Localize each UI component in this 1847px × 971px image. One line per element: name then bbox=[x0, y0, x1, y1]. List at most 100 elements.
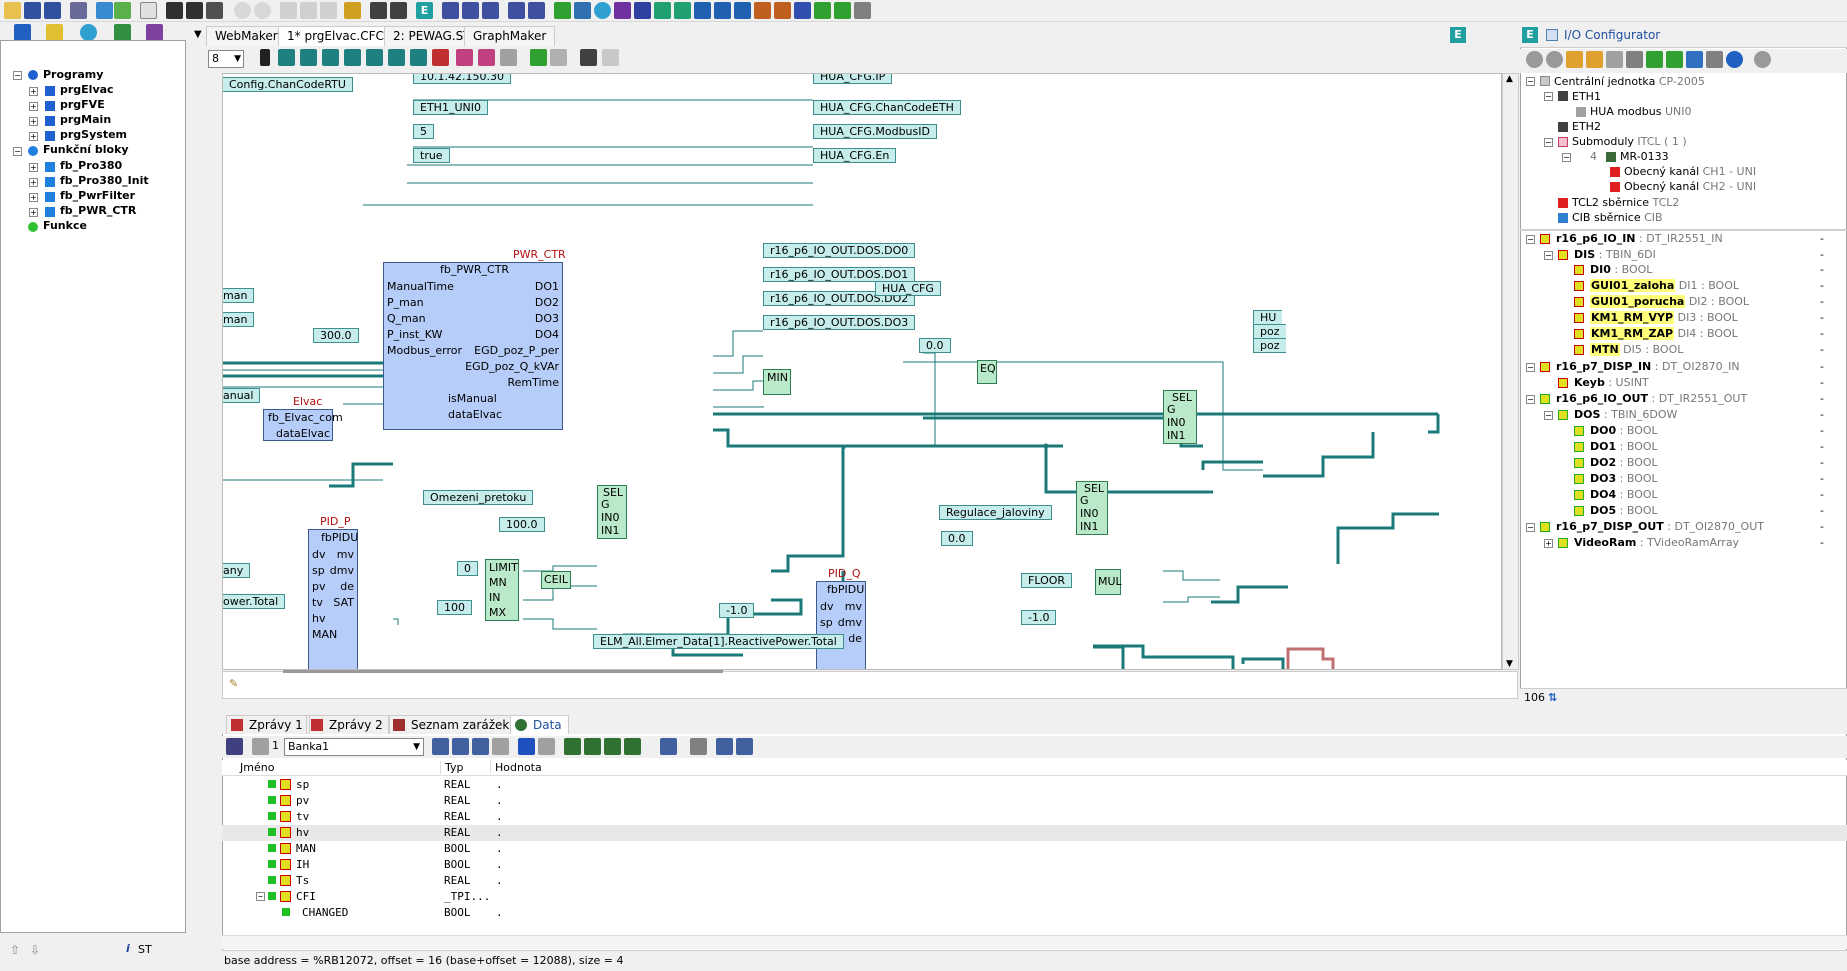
tree-fblocks[interactable]: Funkční bloky bbox=[43, 143, 129, 156]
open-icon[interactable] bbox=[4, 2, 21, 19]
data-horizontal-scrollbar[interactable] bbox=[222, 935, 1847, 949]
io-node[interactable]: Submoduly ITCL ( 1 ) bbox=[1572, 135, 1687, 148]
expand-icon[interactable]: + bbox=[29, 178, 38, 187]
pwr-in[interactable]: P_inst_KW bbox=[387, 328, 443, 341]
cut-label[interactable]: any bbox=[223, 563, 251, 578]
pidp-out[interactable]: mv bbox=[336, 548, 354, 561]
tab-zpravy1[interactable]: Zprávy 1 bbox=[226, 715, 310, 734]
expand-icon[interactable]: + bbox=[29, 208, 38, 217]
fb-pwr-ctr[interactable]: fb_PWR_CTR ManualTime P_man Q_man P_inst… bbox=[383, 262, 563, 430]
fb-pid-q[interactable]: fbPIDU dv sp pv mv dmv de bbox=[816, 581, 866, 669]
tab-scroll-icon[interactable]: ▼ bbox=[194, 29, 202, 40]
col2-icon[interactable] bbox=[736, 738, 753, 755]
insert-block-icon[interactable] bbox=[278, 49, 295, 66]
label-floor[interactable]: FLOOR bbox=[1021, 573, 1073, 588]
io-gear-icon[interactable] bbox=[1526, 51, 1543, 68]
row-value[interactable]: . bbox=[496, 778, 503, 791]
undo-icon[interactable] bbox=[530, 49, 547, 66]
insert-output-icon[interactable] bbox=[322, 49, 339, 66]
pwr-in[interactable]: Modbus_error bbox=[387, 344, 463, 357]
limit-pin[interactable]: MX bbox=[489, 606, 507, 619]
undo-data-icon[interactable] bbox=[252, 738, 269, 755]
io-var[interactable]: DO5 : BOOL bbox=[1590, 504, 1658, 517]
tree-fb[interactable]: fb_PwrFilter bbox=[60, 189, 136, 202]
pwr-in[interactable]: ManualTime bbox=[387, 280, 454, 293]
expand-icon[interactable]: + bbox=[29, 193, 38, 202]
io-var[interactable]: DIS : TBIN_6DI bbox=[1574, 248, 1656, 261]
expand-icon[interactable]: + bbox=[29, 132, 38, 141]
tree-programs[interactable]: Programy bbox=[43, 68, 104, 81]
zoom-select[interactable]: 8▼ bbox=[208, 50, 244, 68]
const-00a[interactable]: 0.0 bbox=[919, 338, 951, 353]
tool9-icon[interactable] bbox=[754, 2, 771, 19]
format-icon[interactable] bbox=[456, 49, 473, 66]
io-editor-icon[interactable]: E bbox=[1522, 27, 1538, 43]
label-5[interactable]: 5 bbox=[413, 124, 434, 139]
new-file-icon[interactable] bbox=[140, 2, 157, 19]
block-min[interactable]: MIN bbox=[763, 369, 791, 395]
pwr-out[interactable]: EGD_poz_Q_kVAr bbox=[465, 360, 559, 373]
pwr-in[interactable]: P_man bbox=[387, 296, 424, 309]
watch-icon[interactable] bbox=[564, 738, 581, 755]
io-var[interactable]: r16_p7_DISP_OUT : DT_OI2870_OUT bbox=[1556, 520, 1764, 533]
fb-elvac[interactable]: fb_Elvac_com dataElvac bbox=[263, 409, 343, 441]
io-node[interactable]: MR-0133 bbox=[1620, 150, 1669, 163]
program-view-icon[interactable] bbox=[14, 24, 31, 41]
table-row[interactable]: CHANGED BOOL . bbox=[222, 905, 1847, 921]
tree-prg[interactable]: prgSystem bbox=[60, 128, 127, 141]
io-var[interactable]: MTN DI5 : BOOL bbox=[1590, 343, 1684, 356]
data-tool4-icon[interactable] bbox=[492, 738, 509, 755]
pidp-in[interactable]: sp bbox=[312, 564, 325, 577]
const-m1a[interactable]: -1.0 bbox=[719, 603, 755, 618]
window2-icon[interactable] bbox=[462, 2, 479, 19]
pwr-out[interactable]: DO4 bbox=[534, 328, 559, 341]
folder-icon[interactable] bbox=[186, 2, 203, 19]
pwr-bottom[interactable]: isManual bbox=[448, 392, 497, 405]
block-sel2[interactable]: SEL G IN0 IN1 bbox=[597, 485, 627, 539]
collapse-icon[interactable]: − bbox=[1544, 411, 1553, 420]
sel1-pin[interactable]: G bbox=[1167, 403, 1176, 416]
io-var[interactable]: VideoRam : TVideoRamArray bbox=[1574, 536, 1740, 549]
io-var[interactable]: DO1 : BOOL bbox=[1590, 440, 1658, 453]
save-icon[interactable] bbox=[24, 2, 41, 19]
io-var[interactable]: DO4 : BOOL bbox=[1590, 488, 1658, 501]
tree-prg[interactable]: prgMain bbox=[60, 113, 112, 126]
io-undo-icon[interactable] bbox=[1666, 51, 1683, 68]
cut-label[interactable]: anual bbox=[223, 388, 261, 403]
redo-icon[interactable] bbox=[550, 49, 567, 66]
tool1-icon[interactable] bbox=[554, 2, 571, 19]
pidp-in[interactable]: hv bbox=[312, 612, 326, 625]
const-00b[interactable]: 0.0 bbox=[941, 531, 973, 546]
label-regulace[interactable]: Regulace_jaloviny bbox=[939, 505, 1052, 520]
collapse-icon[interactable]: − bbox=[1526, 523, 1535, 532]
io-var[interactable]: DI0 : BOOL bbox=[1590, 263, 1653, 276]
collapse-icon[interactable]: − bbox=[1526, 235, 1535, 244]
tool12-icon[interactable] bbox=[854, 2, 871, 19]
tree-prg[interactable]: prgElvac bbox=[60, 83, 114, 96]
watch3-icon[interactable] bbox=[604, 738, 621, 755]
collapse-icon[interactable]: − bbox=[1526, 77, 1535, 86]
io-var[interactable]: DOS : TBIN_6DOW bbox=[1574, 408, 1678, 421]
globe-icon[interactable] bbox=[594, 2, 611, 19]
row-value[interactable]: . bbox=[496, 874, 503, 887]
info-icon[interactable]: i bbox=[126, 942, 130, 955]
layout2-icon[interactable] bbox=[602, 49, 619, 66]
pidq-out[interactable]: de bbox=[848, 632, 862, 645]
insert-label-icon[interactable] bbox=[366, 49, 383, 66]
tool2-icon[interactable] bbox=[574, 2, 591, 19]
tab-pewag[interactable]: 2: PEWAG.ST bbox=[384, 26, 480, 46]
io-var[interactable]: GUI01_porucha DI2 : BOOL bbox=[1590, 295, 1750, 308]
copy-icon[interactable] bbox=[500, 49, 517, 66]
pointer-icon[interactable] bbox=[260, 49, 270, 66]
tool3-icon[interactable] bbox=[614, 2, 631, 19]
tree-prg[interactable]: prgFVE bbox=[60, 98, 105, 111]
io-node[interactable]: Obecný kanál CH2 - UNI bbox=[1624, 180, 1757, 193]
io-var[interactable]: KM1_RM_ZAP DI4 : BOOL bbox=[1590, 327, 1738, 340]
table-row[interactable]: pv REAL . bbox=[222, 793, 1847, 809]
cut-label[interactable]: ower.Total bbox=[223, 594, 286, 609]
fb-pid-p[interactable]: fbPIDU dv sp pv tv hv MAN mv dmv de SAT bbox=[308, 529, 358, 669]
delete-icon[interactable] bbox=[432, 49, 449, 66]
bank-select[interactable]: Banka1▼ bbox=[284, 738, 424, 756]
tab-zpravy2[interactable]: Zprávy 2 bbox=[306, 715, 390, 734]
editor-badge-icon[interactable]: E bbox=[1450, 27, 1466, 43]
